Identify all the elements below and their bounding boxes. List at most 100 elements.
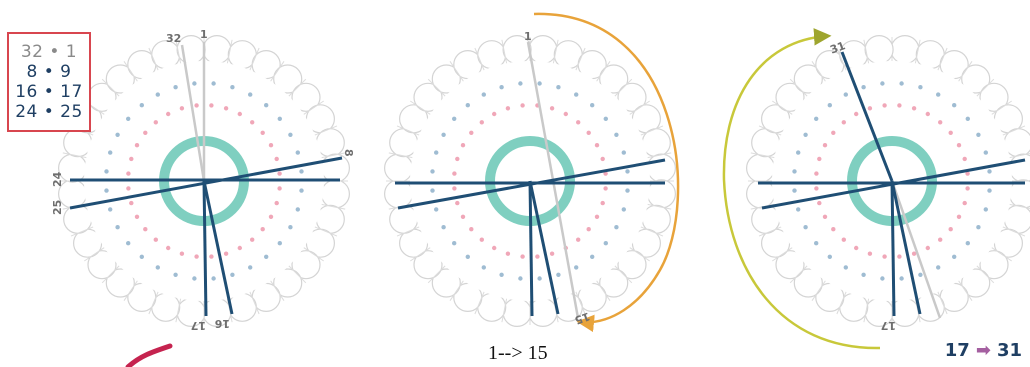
guide-dot [938,237,943,242]
slot-divider [758,125,785,138]
guide-dot [299,169,304,174]
guide-dot [192,81,197,86]
guide-dot [897,254,902,259]
guide-dot [277,186,282,191]
guide-dot [827,254,832,259]
slot-divider [84,244,108,262]
guide-dot [882,103,887,108]
petal [431,64,461,94]
guide-dot [936,265,941,270]
guide-dot [264,103,269,108]
guide-dot [976,225,981,230]
guide-dot [179,251,185,256]
guide-dot [248,265,253,270]
slot-label-1: 1 [524,30,532,43]
slot-divider [988,244,1012,262]
guide-dot [952,254,957,259]
guide-dot [880,81,885,86]
guide-dot [792,169,797,174]
guide-dot [194,254,199,259]
slot-divider [449,61,467,85]
guide-dot [925,245,930,251]
slot-divider [449,277,467,301]
petal [793,64,823,94]
guide-dot [911,251,917,256]
petal [273,268,303,298]
guide-dot [537,81,542,86]
guide-dot [209,254,214,259]
slot-divider [285,262,307,284]
slot-divider [552,39,559,68]
slot-divider [396,224,423,237]
slot-divider [811,277,829,301]
wheel-dot-rings [792,81,992,281]
guide-dot [441,225,446,230]
slot-divider [300,244,324,262]
guide-dot [134,214,140,219]
slot-label-31: 31 [828,39,847,56]
slot-divider [637,224,664,237]
guide-dot [976,132,981,137]
slot-divider [267,61,285,85]
thread-31-17 [840,51,894,182]
guide-dot [983,207,988,212]
guide-dot [814,241,819,246]
thread-25-9 [69,156,343,210]
guide-dot [625,169,630,174]
thread-16 [202,180,234,315]
guide-dot [104,188,109,193]
petal [528,34,558,65]
slot-divider [988,100,1012,118]
thread-down-1 [890,180,896,317]
guide-dot [469,227,474,232]
guide-dot [925,111,930,117]
guide-dot [230,85,235,90]
guide-dot [614,225,619,230]
guide-dot [535,254,540,259]
guide-dot [817,200,822,206]
guide-dot [460,143,466,148]
threads [395,41,666,319]
guide-dot [803,225,808,230]
petal [646,153,677,183]
guide-dot [237,111,242,117]
guide-dot [134,143,140,148]
guide-dot [965,171,970,176]
guide-dot [854,245,859,251]
guide-dot [625,188,630,193]
petal [979,250,1009,280]
slot-divider [999,125,1026,138]
guide-dot [194,103,199,108]
petal [775,82,805,112]
guide-dot [574,92,579,97]
petal [502,297,532,327]
slot-divider [955,277,973,301]
guide-dot [796,207,801,212]
slot-label-25: 25 [51,200,64,215]
guide-dot [983,150,988,155]
petal [961,268,991,298]
loom-wheel-3: 31 17 [722,28,1030,350]
guide-dot [104,169,109,174]
slot-divider [935,288,948,315]
guide-dot [492,245,497,251]
guide-dot [576,237,581,242]
slot-divider [285,78,307,100]
slot-divider [836,47,849,74]
guide-dot [841,120,846,125]
slot-divider [836,288,849,315]
guide-dot [268,214,274,219]
slot-divider [611,78,633,100]
slot-divider [226,39,233,68]
slot-divider [123,61,141,85]
petal [599,268,629,298]
petal [617,82,647,112]
slot-divider [750,152,779,159]
guide-dot [603,116,608,122]
guide-dot [880,276,885,281]
guide-dot [586,227,591,232]
slot-divider [573,47,586,74]
guide-dot [817,156,822,162]
guide-dot [129,200,134,206]
guide-dot [260,130,265,135]
